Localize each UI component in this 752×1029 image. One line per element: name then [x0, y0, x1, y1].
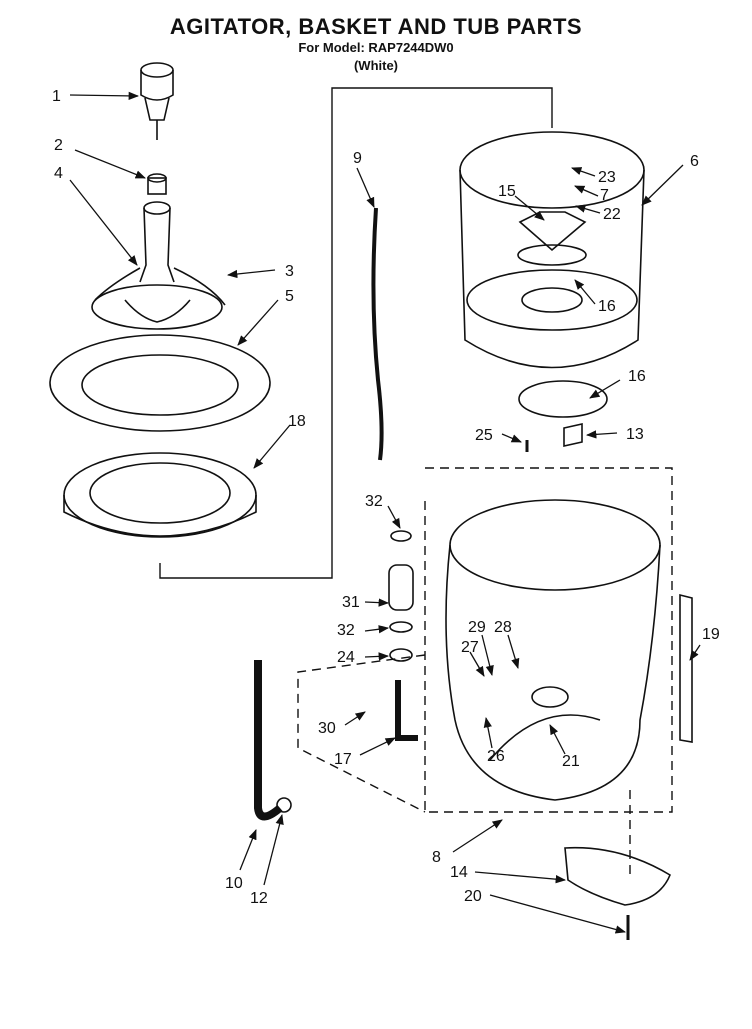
drain-elbow-part: [395, 680, 418, 741]
callout-1: 1: [52, 88, 61, 105]
balance-ring-part: [49, 334, 271, 432]
diagram-title: AGITATOR, BASKET AND TUB PARTS: [169, 14, 583, 39]
callout-19: 19: [702, 626, 720, 643]
tub-ring-part: [63, 452, 257, 538]
callout-4: 4: [54, 165, 63, 182]
hose-clamp-part: [276, 797, 292, 813]
callout-21: 21: [562, 753, 580, 770]
seal-strip-part: [679, 593, 693, 743]
callout-23: 23: [598, 169, 616, 186]
callout-28: 28: [494, 619, 512, 636]
model-color: (White): [353, 58, 399, 73]
group-bracket-tub: [297, 467, 673, 880]
callout-labels: 1 2 4 3 5 18 9 6 23 7 15 22 16 16 25 13 …: [52, 88, 720, 907]
callout-20: 20: [464, 888, 482, 905]
drain-hose-part: [254, 660, 283, 821]
callout-17: 17: [334, 751, 352, 768]
callout-9: 9: [353, 150, 362, 167]
clip-part: [563, 423, 583, 447]
shield-part: [564, 846, 671, 906]
agitator-part: [91, 201, 226, 330]
callout-29: 29: [468, 619, 486, 636]
callout-16-lower: 16: [628, 368, 646, 385]
pump-hose-part: [388, 530, 414, 662]
callout-6: 6: [690, 153, 699, 170]
callout-12: 12: [250, 890, 268, 907]
leader-lines: [69, 91, 701, 934]
callout-15: 15: [498, 183, 516, 200]
callout-7: 7: [600, 187, 609, 204]
callout-5: 5: [285, 288, 294, 305]
tube-part: [371, 207, 384, 461]
callout-18: 18: [288, 413, 306, 430]
callout-24: 24: [337, 649, 355, 666]
agitator-cap-part: [140, 62, 174, 140]
callout-26: 26: [487, 748, 505, 765]
callout-22: 22: [603, 206, 621, 223]
callout-16-upper: 16: [598, 298, 616, 315]
callout-14: 14: [450, 864, 468, 881]
callout-8: 8: [432, 849, 441, 866]
callout-13: 13: [626, 426, 644, 443]
callout-27: 27: [461, 639, 479, 656]
callout-3: 3: [285, 263, 294, 280]
model-number: For Model: RAP7244DW0: [298, 40, 454, 55]
outer-tub-part: [445, 499, 661, 801]
callout-31: 31: [342, 594, 360, 611]
callout-32-upper: 32: [365, 493, 383, 510]
callout-30: 30: [318, 720, 336, 737]
callout-32-lower: 32: [337, 622, 355, 639]
group-bracket-basket: [159, 87, 553, 579]
callout-25: 25: [475, 427, 493, 444]
callout-10: 10: [225, 875, 243, 892]
callout-2: 2: [54, 137, 63, 154]
agitator-cam-part: [147, 173, 167, 195]
wash-basket-part: [459, 131, 645, 369]
basket-gasket-part: [518, 380, 608, 418]
